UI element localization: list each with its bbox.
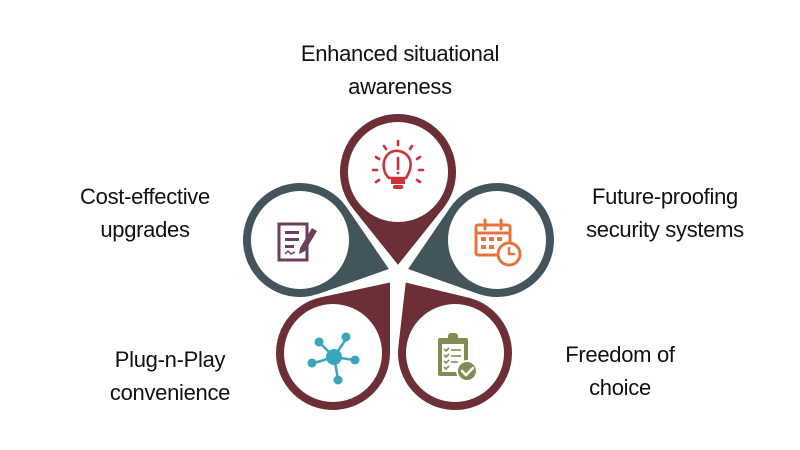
label-line: Plug-n-Play <box>114 347 226 372</box>
document-edit-icon <box>277 222 317 262</box>
label-line: Cost-effective <box>80 184 210 209</box>
label-line: choice <box>589 375 651 400</box>
pin-inner-circle-left <box>251 191 349 289</box>
label-cost-effective-upgrades: Cost-effective upgrades <box>55 180 235 246</box>
label-line: Enhanced situational <box>300 41 500 66</box>
calendar-clock-icon <box>474 218 522 267</box>
label-enhanced-situational-awareness: Enhanced situational awareness <box>280 37 520 103</box>
label-line: awareness <box>348 74 452 99</box>
label-line: Freedom of <box>565 342 675 367</box>
label-freedom-of-choice: Freedom of choice <box>540 338 700 404</box>
label-line: upgrades <box>100 217 190 242</box>
lightbulb-alert-icon <box>371 139 425 189</box>
network-hub-icon <box>307 332 360 385</box>
label-future-proofing: Future-proofing security systems <box>560 180 770 246</box>
label-plug-n-play: Plug-n-Play convenience <box>80 343 260 409</box>
label-line: security systems <box>586 217 744 242</box>
label-line: Future-proofing <box>592 184 738 209</box>
checklist-approved-icon <box>438 333 478 382</box>
label-line: convenience <box>109 380 231 405</box>
